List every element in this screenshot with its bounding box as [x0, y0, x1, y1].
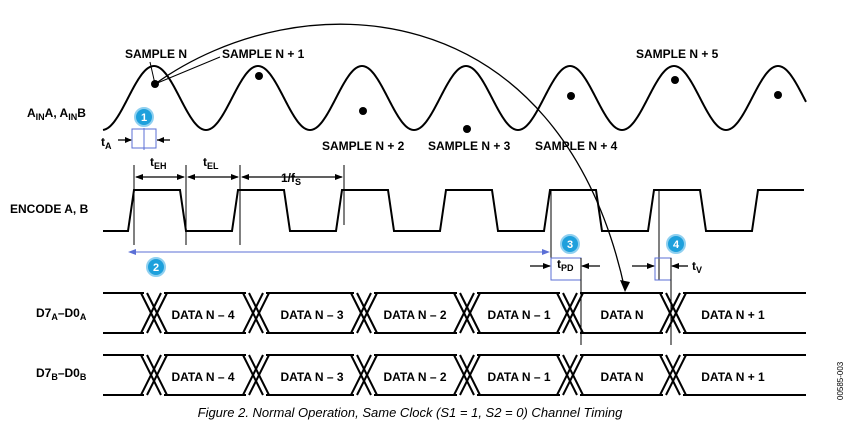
sample-label-n3: SAMPLE N + 3 [428, 139, 511, 153]
period-label: 1/fS [281, 171, 301, 187]
encode-clock-waveform [103, 189, 804, 232]
bus-a-cell-0: DATA N – 4 [171, 308, 234, 322]
bus-a-cross-b-4-0 [556, 292, 578, 334]
badge-1-text: 1 [141, 112, 147, 124]
figure-caption: Figure 2. Normal Operation, Same Clock (… [198, 405, 624, 420]
badge-2 [146, 257, 166, 277]
bus-b-label: D7B–D0B [36, 366, 87, 382]
badge-4 [666, 234, 686, 254]
bus-a-cross-b-1-1 [248, 292, 270, 334]
bus-a-cell-5: DATA N + 1 [701, 308, 765, 322]
bus-a-cross-b-2-1 [356, 292, 378, 334]
leader-line-n [149, 61, 156, 85]
sample-label-n5: SAMPLE N + 5 [636, 47, 719, 61]
bus-b-cell-1: DATA N – 3 [280, 370, 343, 384]
t-pd-label: tPD [557, 257, 574, 273]
sample-dot-4 [567, 92, 575, 100]
pipeline-arrowhead-left [128, 249, 136, 255]
bus-b-cross-b-1-0 [242, 354, 264, 396]
t-a-arrowhead-right [157, 137, 164, 143]
sample-dot-6 [774, 91, 782, 99]
bus-a-cross-b-0-1 [146, 292, 168, 334]
sample-points [151, 72, 782, 133]
bus-a-label: D7A–D0A [36, 306, 87, 322]
bus-b-cell-0: DATA N – 4 [171, 370, 234, 384]
sample-label-n2: SAMPLE N + 2 [322, 139, 405, 153]
bus-b-cell-2: DATA N – 2 [383, 370, 446, 384]
badge-1 [134, 107, 154, 127]
latency-curve-arrow [154, 23, 626, 291]
bus-b-cross-b-2-0 [350, 354, 372, 396]
latency-curve-arrowhead [620, 280, 630, 292]
sample-label-n4: SAMPLE N + 4 [535, 139, 618, 153]
t-a-arrowhead [125, 137, 132, 143]
bus-b-cell-5: DATA N + 1 [701, 370, 765, 384]
bus-b-cross-b-4-0 [556, 354, 578, 396]
bus-b-cross-b-4-1 [562, 354, 584, 396]
bus-b-cross-b-0-1 [146, 354, 168, 396]
sample-dot-5 [671, 76, 679, 84]
encode-label: ENCODE A, B [10, 202, 89, 216]
sample-label-n1: SAMPLE N + 1 [222, 47, 305, 61]
bus-b-cross-b-5-1 [665, 354, 687, 396]
analog-input-waveform [102, 64, 807, 132]
bus-a-cross-b-5-0 [659, 292, 681, 334]
badge-4-text: 4 [673, 239, 680, 251]
bus-a-cross-b-2-0 [350, 292, 372, 334]
bus-a-cross-b-3-1 [459, 292, 481, 334]
bus-b-cell-4: DATA N [600, 370, 643, 384]
bus-b-cross-b-0-0 [140, 354, 162, 396]
bus-a-cell-1: DATA N – 3 [280, 308, 343, 322]
analog-signal-label: AINA, AINB [27, 106, 86, 122]
badge-3 [560, 234, 580, 254]
bus-b-cross-b-5-0 [659, 354, 681, 396]
bus-a-cross-b-3-0 [453, 292, 475, 334]
document-id: 00585-003 [836, 361, 845, 400]
bus-b-cross-b-2-1 [356, 354, 378, 396]
t-a-label: tA [101, 135, 112, 151]
tv-box [654, 257, 672, 281]
bus-a-cross-b-1-0 [242, 292, 264, 334]
bus-b-cross-b-3-1 [459, 354, 481, 396]
dimension-arrows [135, 174, 343, 180]
bus-b-cell-3: DATA N – 1 [487, 370, 550, 384]
bus-b-cross-b-1-1 [248, 354, 270, 396]
pipeline-arrowhead-right [542, 249, 550, 255]
bus-a-cell-2: DATA N – 2 [383, 308, 446, 322]
leader-line-n1 [154, 56, 221, 85]
badge-3-text: 3 [567, 239, 573, 251]
sample-dot-3 [463, 125, 471, 133]
sample-dot-1 [255, 72, 263, 80]
bus-a-cross-b-0-0 [140, 292, 162, 334]
t-eh-label: tEH [150, 155, 167, 171]
bus-a-waveform [103, 292, 806, 334]
t-v-label: tV [692, 259, 702, 275]
sample-label-n: SAMPLE N [125, 47, 187, 61]
badge-2-text: 2 [153, 262, 159, 274]
bus-a-cross-b-5-1 [665, 292, 687, 334]
bus-b-waveform [103, 354, 806, 396]
bus-a-cell-4: DATA N [600, 308, 643, 322]
bus-a-cell-3: DATA N – 1 [487, 308, 550, 322]
bus-a-cross-b-4-1 [562, 292, 584, 334]
sample-dot-2 [359, 107, 367, 115]
t-el-label: tEL [203, 155, 219, 171]
bus-b-cross-b-3-0 [453, 354, 475, 396]
